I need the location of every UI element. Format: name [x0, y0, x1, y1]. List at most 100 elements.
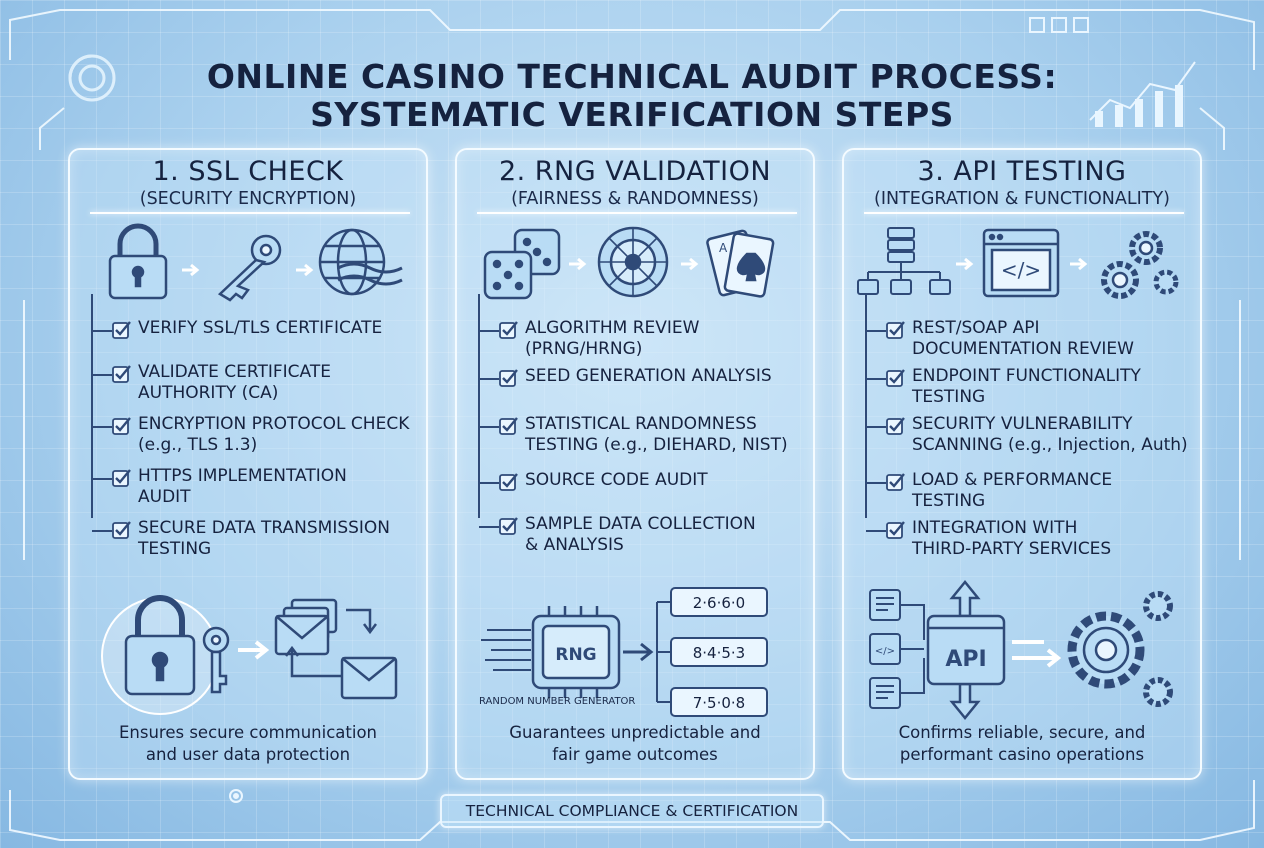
data-stream-icon	[481, 629, 531, 671]
caption-line-2: fair game outcomes	[552, 745, 718, 764]
code-glyph: </>	[1001, 258, 1041, 282]
checkbox-checked-icon	[886, 473, 905, 491]
checkbox-checked-icon	[499, 417, 518, 435]
rng-output-1: 2·6·6·0	[693, 594, 745, 612]
checkbox-checked-icon	[886, 417, 905, 435]
checklist-item-line: (e.g., TLS 1.3)	[138, 435, 258, 455]
panel-rng-validation: 2. RNG VALIDATION (FAIRNESS & RANDOMNESS…	[455, 148, 815, 780]
checklist-item-line: & ANALYSIS	[525, 535, 624, 555]
network-diagram-icon	[857, 227, 951, 295]
checklist-connector	[91, 294, 93, 518]
checklist-item-line: SCANNING (e.g., Injection, Auth)	[912, 435, 1188, 455]
panel-divider	[864, 212, 1184, 214]
checklist-connector-tick	[866, 378, 886, 380]
checklist-connector	[865, 294, 867, 518]
checklist-item-text: SOURCE CODE AUDIT	[525, 470, 708, 491]
checklist-connector-tick	[479, 378, 499, 380]
checklist-connector-tick	[866, 330, 886, 332]
rng-output-box	[670, 587, 768, 617]
panel-caption: Ensures secure communication and user da…	[70, 722, 426, 766]
panel-header: 2. RNG VALIDATION (FAIRNESS & RANDOMNESS…	[457, 156, 813, 209]
checklist-item-line: STATISTICAL RANDOMNESS	[525, 414, 757, 434]
rng-output-box	[670, 637, 768, 667]
checklist-item-line: TESTING	[138, 539, 212, 559]
checklist-item-line: HTTPS IMPLEMENTATION	[138, 466, 347, 486]
checklist-connector-tick	[92, 478, 112, 480]
panel-title: 3. API TESTING	[917, 156, 1127, 187]
ssl-icon-row	[108, 223, 403, 302]
checklist-item-text: SEED GENERATION ANALYSIS	[525, 366, 772, 387]
api-box-icon: API	[926, 580, 1006, 720]
checkbox-checked-icon	[112, 365, 131, 383]
checklist-item-line: ENDPOINT FUNCTIONALITY	[912, 366, 1141, 386]
panel-title: 1. SSL CHECK	[152, 156, 344, 187]
checklist-connector-tick	[92, 426, 112, 428]
checklist-connector-tick	[92, 330, 112, 332]
checklist-item-line: SOURCE CODE AUDIT	[525, 470, 708, 490]
checkbox-checked-icon	[112, 469, 131, 487]
checkbox-checked-icon	[112, 321, 131, 339]
panel-caption: Guarantees unpredictable and fair game o…	[457, 722, 813, 766]
envelope-icon	[340, 656, 398, 700]
checkbox-checked-icon	[499, 473, 518, 491]
checklist-item-text: ENCRYPTION PROTOCOL CHECK(e.g., TLS 1.3)	[138, 414, 409, 456]
checkbox-checked-icon	[499, 517, 518, 535]
checklist-item-line: VALIDATE CERTIFICATE	[138, 362, 331, 382]
checklist-item-line: DOCUMENTATION REVIEW	[912, 339, 1134, 359]
checklist-item-line: LOAD & PERFORMANCE	[912, 470, 1113, 490]
checklist-connector-tick	[479, 482, 499, 484]
checklist-connector-tick	[479, 426, 499, 428]
arrow-icon	[681, 257, 699, 271]
sync-arrow-icon	[285, 645, 354, 678]
panel-header: 3. API TESTING (INTEGRATION & FUNCTIONAL…	[844, 156, 1200, 209]
arrow-icon	[569, 257, 587, 271]
rng-output-3: 7·5·0·8	[693, 694, 745, 712]
checklist-connector-tick	[866, 482, 886, 484]
rng-label: RANDOM NUMBER GENERATOR	[479, 696, 636, 707]
checklist-connector-tick	[866, 530, 886, 532]
padlock-icon	[108, 223, 168, 300]
rng-output-2: 8·4·5·3	[693, 644, 745, 662]
footer-banner: TECHNICAL COMPLIANCE & CERTIFICATION	[440, 794, 824, 828]
panel-subtitle: (SECURITY ENCRYPTION)	[139, 189, 357, 209]
panel-title: 2. RNG VALIDATION	[498, 156, 772, 187]
checklist-connector-tick	[866, 426, 886, 428]
api-icon-row: </>	[857, 227, 1179, 299]
arrow-icon	[296, 263, 314, 277]
page-title-line-1: ONLINE CASINO TECHNICAL AUDIT PROCESS:	[206, 57, 1058, 96]
checklist-connector-tick	[92, 530, 112, 532]
checklist-item-line: AUTHORITY (CA)	[138, 383, 279, 403]
checklist-item-line: SECURE DATA TRANSMISSION	[138, 518, 391, 538]
caption-line-2: performant casino operations	[899, 745, 1145, 764]
checklist-item-text: VERIFY SSL/TLS CERTIFICATE	[138, 318, 382, 339]
card-letter: A	[719, 241, 728, 255]
checklist-item-line: SAMPLE DATA COLLECTION	[525, 514, 756, 534]
caption-line-1: Ensures secure communication	[118, 723, 378, 742]
checklist-item-line: VERIFY SSL/TLS CERTIFICATE	[138, 318, 383, 338]
arrow-icon	[1070, 257, 1088, 271]
arrow-icon	[182, 263, 200, 277]
panel-caption: Confirms reliable, secure, and performan…	[844, 722, 1200, 766]
checklist-connector	[478, 294, 480, 518]
arrow-icon	[238, 640, 270, 660]
ssl-illustration	[101, 595, 398, 715]
checklist-item-text: SAMPLE DATA COLLECTION& ANALYSIS	[525, 514, 756, 556]
panel-divider	[477, 212, 797, 214]
checklist-item-line: ENCRYPTION PROTOCOL CHECK	[138, 414, 410, 434]
caption-line-2: and user data protection	[145, 745, 351, 764]
checkbox-checked-icon	[499, 369, 518, 387]
checkbox-checked-icon	[886, 321, 905, 339]
checklist-item-line: SEED GENERATION ANALYSIS	[525, 366, 772, 386]
gears-icon	[1101, 231, 1179, 299]
caption-line-1: Confirms reliable, secure, and	[898, 723, 1146, 742]
code-window-icon: </>	[982, 228, 1060, 298]
checklist-item-line: ALGORITHM REVIEW	[525, 318, 700, 338]
checklist-item-line: SECURITY VULNERABILITY	[912, 414, 1133, 434]
